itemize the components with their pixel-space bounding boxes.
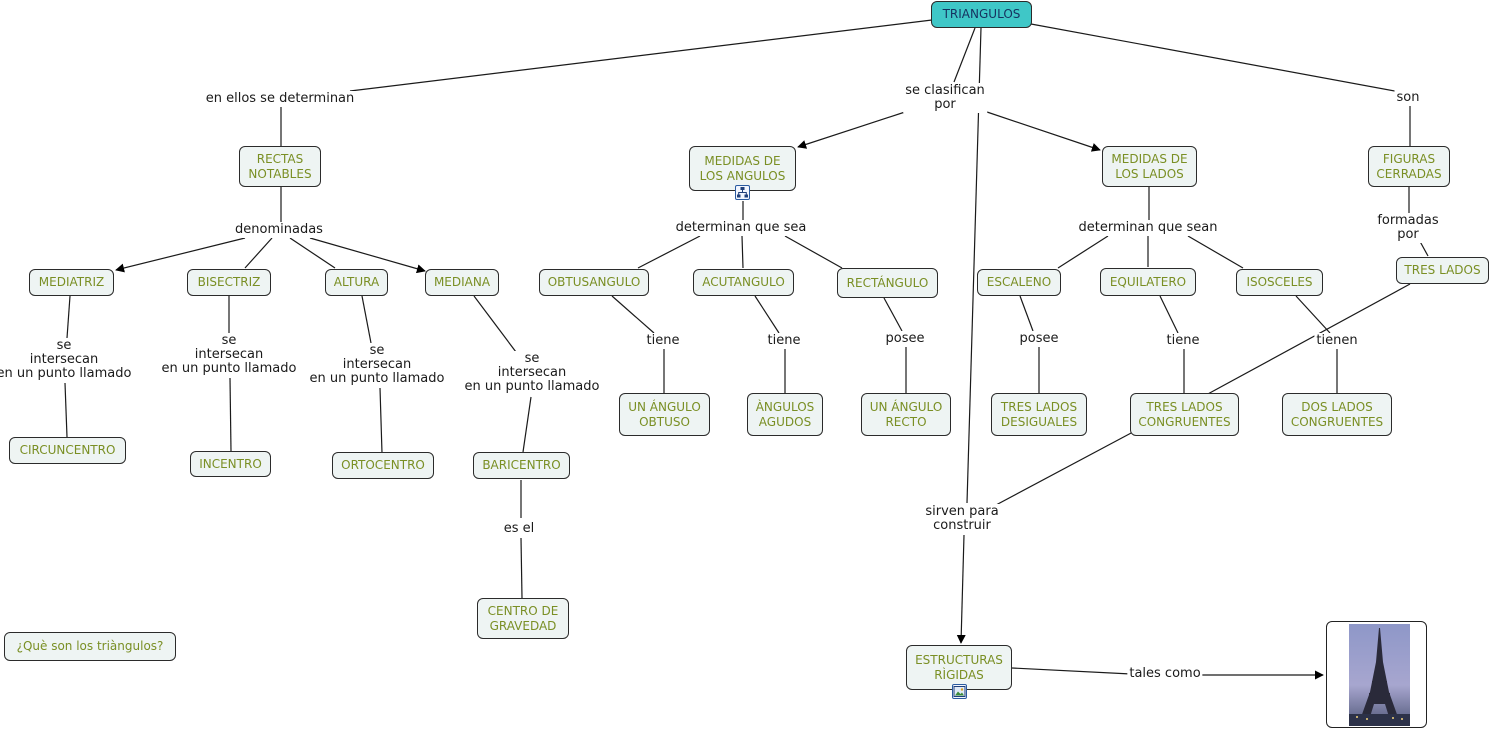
edge <box>953 27 976 83</box>
edge <box>741 235 744 269</box>
edge <box>1030 23 1401 93</box>
edge <box>1295 295 1331 334</box>
eiffel-tower-illustration <box>1349 624 1410 726</box>
node-tres-lados-desiguales[interactable]: TRES LADOS DESIGUALES <box>991 393 1087 436</box>
link-sirven-para-construir[interactable]: sirven para construir <box>923 504 1001 534</box>
edge <box>66 295 71 339</box>
edge <box>522 396 532 453</box>
node-rectas-notables[interactable]: RECTAS NOTABLES <box>239 146 321 187</box>
edge <box>1057 235 1109 269</box>
edge <box>309 237 426 274</box>
edge <box>361 295 372 344</box>
node-mediatriz[interactable]: MEDIATRIZ <box>29 269 114 296</box>
hierarchy-icon-glyph <box>737 187 748 198</box>
node-bisectriz[interactable]: BISECTRIZ <box>187 269 271 296</box>
link-posee-escaleno[interactable]: posee <box>1017 331 1061 347</box>
link-formadas-por[interactable]: formadas por <box>1366 213 1450 243</box>
node-angulos-agudos[interactable]: ÀNGULOS AGUDOS <box>747 393 823 436</box>
link-tiene-equilatero[interactable]: tiene <box>1164 333 1202 349</box>
node-centro-gravedad[interactable]: CENTRO DE GRAVEDAD <box>477 598 569 639</box>
node-incentro[interactable]: INCENTRO <box>190 451 271 477</box>
edge <box>611 295 655 334</box>
link-posee-rectangulo[interactable]: posee <box>883 331 927 347</box>
edge <box>754 295 780 334</box>
node-equilatero[interactable]: EQUILATERO <box>1100 268 1196 296</box>
node-baricentro[interactable]: BARICENTRO <box>473 452 570 479</box>
edge <box>64 382 68 438</box>
node-un-angulo-recto[interactable]: UN ÁNGULO RECTO <box>861 393 951 436</box>
link-determinan-que-sea[interactable]: determinan que sea <box>673 220 809 236</box>
image-icon[interactable] <box>952 684 967 699</box>
edge <box>115 237 246 273</box>
edge <box>289 237 336 269</box>
edge <box>244 237 273 269</box>
link-tiene-obtusangulo[interactable]: tiene <box>644 333 682 349</box>
link-se-intersecan-altura[interactable]: se intersecan en un punto llamado <box>307 343 447 387</box>
node-tres-lados[interactable]: TRES LADOS <box>1396 257 1489 284</box>
image-icon-glyph <box>953 686 966 697</box>
node-dos-lados-congruentes[interactable]: DOS LADOS CONGRUENTES <box>1282 393 1392 436</box>
link-se-intersecan-mediatriz[interactable]: se intersecan en un punto llamado <box>0 338 134 382</box>
node-circuncentro[interactable]: CIRCUNCENTRO <box>9 437 126 464</box>
edge <box>1011 667 1132 675</box>
node-medidas-lados[interactable]: MEDIDAS DE LOS LADOS <box>1102 146 1197 187</box>
edge <box>1205 283 1411 396</box>
hierarchy-icon[interactable] <box>735 185 750 200</box>
node-escaleno[interactable]: ESCALENO <box>977 269 1061 296</box>
node-tres-lados-congruentes[interactable]: TRES LADOS CONGRUENTES <box>1130 393 1239 436</box>
node-triangulos[interactable]: TRIANGULOS <box>931 1 1032 28</box>
edge <box>995 431 1134 506</box>
link-tales-como[interactable]: tales como <box>1127 666 1203 682</box>
edge <box>520 537 523 599</box>
link-denominadas[interactable]: denominadas <box>233 222 325 238</box>
node-que-son-triangulos[interactable]: ¿Què son los triàngulos? <box>4 632 176 661</box>
eiffel-tower-image[interactable] <box>1326 621 1427 728</box>
link-tiene-acutangulo[interactable]: tiene <box>765 333 803 349</box>
link-son[interactable]: son <box>1394 90 1422 106</box>
edge <box>637 235 701 269</box>
node-figuras-cerradas[interactable]: FIGURAS CERRADAS <box>1368 146 1450 187</box>
node-acutangulo[interactable]: ACUTANGULO <box>693 269 794 296</box>
edge <box>379 387 383 454</box>
edge <box>1019 295 1034 332</box>
edge <box>784 235 843 269</box>
edge <box>956 534 966 644</box>
link-se-intersecan-bisectriz[interactable]: se intersecan en un punto llamado <box>159 333 299 377</box>
node-altura[interactable]: ALTURA <box>325 269 388 296</box>
edge <box>473 295 517 353</box>
link-determinan-que-sean[interactable]: determinan que sean <box>1076 220 1220 236</box>
node-rectangulo[interactable]: RECTÁNGULO <box>837 268 938 298</box>
node-medidas-angulos[interactable]: MEDIDAS DE LOS ANGULOS <box>689 146 796 191</box>
link-es-el[interactable]: es el <box>501 521 537 537</box>
node-obtusangulo[interactable]: OBTUSANGULO <box>539 269 649 296</box>
node-mediana[interactable]: MEDIANA <box>425 269 499 296</box>
edge <box>883 297 903 332</box>
link-en-ellos-se-determinan[interactable]: en ellos se determinan <box>203 91 357 107</box>
link-tienen-isosceles[interactable]: tienen <box>1314 333 1360 349</box>
node-isosceles[interactable]: ISOSCELES <box>1236 269 1323 296</box>
edge <box>349 19 933 92</box>
edge <box>1187 235 1244 269</box>
edge <box>1159 295 1179 334</box>
edge <box>797 111 906 149</box>
link-se-intersecan-mediana[interactable]: se intersecan en un punto llamado <box>462 351 602 395</box>
edge <box>986 111 1101 152</box>
node-ortocentro[interactable]: ORTOCENTRO <box>332 452 434 479</box>
link-se-clasifican-por[interactable]: se clasifican por <box>903 83 987 113</box>
edge <box>229 377 232 452</box>
node-un-angulo-obtuso[interactable]: UN ÁNGULO OBTUSO <box>619 393 710 436</box>
